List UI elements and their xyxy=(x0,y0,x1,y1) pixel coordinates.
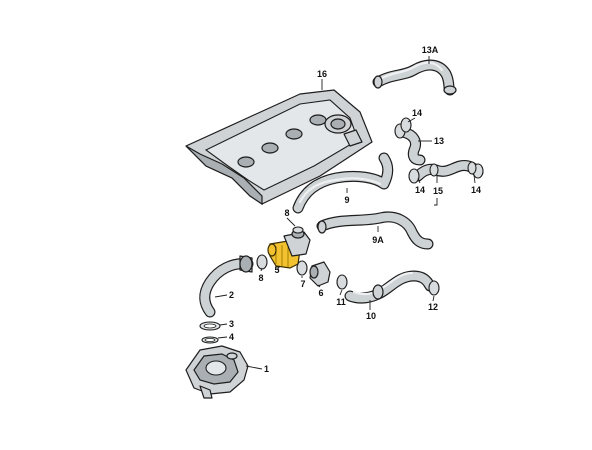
part-12-clamp xyxy=(428,280,440,296)
label-3: 3 xyxy=(229,319,234,329)
part-8-clamp-left xyxy=(256,254,268,270)
leader-lines xyxy=(214,56,476,370)
part-9-hose xyxy=(292,152,394,214)
label-7: 7 xyxy=(300,279,305,289)
part-6-fitting xyxy=(309,261,331,287)
label-4: 4 xyxy=(229,332,234,342)
label-6: 6 xyxy=(318,288,323,298)
part-11-clamp xyxy=(336,274,348,290)
label-16: 16 xyxy=(317,69,327,79)
part-16-valve-cover xyxy=(185,89,373,206)
label-13: 13 xyxy=(434,136,444,146)
part-4-ring xyxy=(201,336,219,344)
label-8-lower: 8 xyxy=(258,273,263,283)
part-9a-hose xyxy=(316,211,434,250)
part-3-o-ring xyxy=(199,321,221,331)
callout-labels: 13A 16 14 13 14 15 14 9 9A 8 8 5 7 6 11 … xyxy=(229,45,481,374)
label-9: 9 xyxy=(344,195,349,205)
label-1: 1 xyxy=(264,364,269,374)
label-14-top: 14 xyxy=(412,108,422,118)
part-2-hose xyxy=(199,255,254,318)
label-9a: 9A xyxy=(372,235,384,245)
label-10: 10 xyxy=(366,311,376,321)
label-13a: 13A xyxy=(422,45,439,55)
part-10-hose xyxy=(344,270,436,304)
part-1-pump-housing xyxy=(185,345,249,399)
part-7-clamp xyxy=(296,260,308,276)
label-5: 5 xyxy=(274,265,279,275)
label-14-mid: 14 xyxy=(415,185,425,195)
label-14-right: 14 xyxy=(471,185,481,195)
part-13a-hose xyxy=(372,59,457,96)
label-15: 15 xyxy=(433,186,443,196)
part-13-hose xyxy=(394,123,426,166)
label-8-upper: 8 xyxy=(284,208,289,218)
part-8-tee-fitting xyxy=(283,226,311,257)
label-11: 11 xyxy=(336,297,346,307)
label-2: 2 xyxy=(229,290,234,300)
label-12: 12 xyxy=(428,302,438,312)
